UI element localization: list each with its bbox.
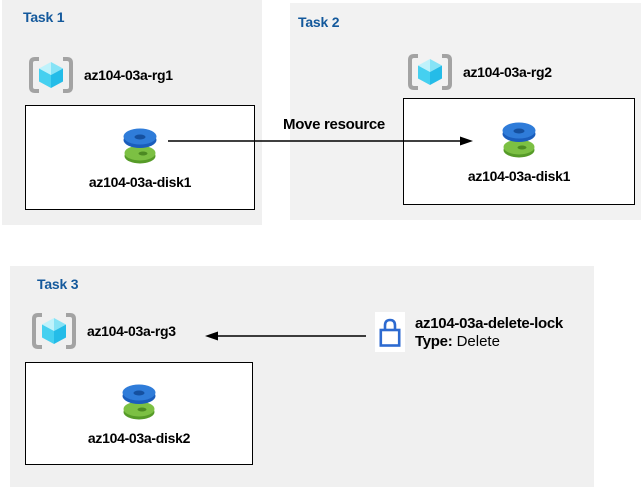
task3-resource-group: az104-03a-rg3 [29,310,176,352]
lock-name-label: az104-03a-delete-lock [415,315,563,332]
lock-type-label: Type: [415,333,453,350]
task2-title: Task 2 [298,14,340,30]
task2-resource-box: az104-03a-disk1 [403,98,635,205]
task1-resource-box: az104-03a-disk1 [25,105,255,210]
task1-resource-group-label: az104-03a-rg1 [84,67,173,83]
resource-group-icon [29,57,73,93]
lock-text: az104-03a-delete-lock Type: Delete [415,312,563,351]
task2-resource-group: az104-03a-rg2 [405,51,552,93]
lock-type-line: Type: Delete [415,333,500,350]
task1-resource-group: az104-03a-rg1 [26,54,173,96]
task2-resource-group-label: az104-03a-rg2 [463,64,552,80]
managed-disk-icon [123,128,157,164]
task3-resource-box: az104-03a-disk2 [25,362,253,465]
arrow-left-icon [205,331,366,341]
task3-disk-label: az104-03a-disk2 [87,430,191,446]
task1-title: Task 1 [23,9,65,25]
task3-resource-group-label: az104-03a-rg3 [87,323,176,339]
resource-group-icon [32,313,76,349]
task1-disk-label: az104-03a-disk1 [88,174,192,190]
managed-disk-icon [122,384,156,420]
arrow-right-icon [168,136,473,146]
move-resource-label: Move resource [283,116,385,133]
managed-disk-icon [502,122,536,158]
task2-disk-label: az104-03a-disk1 [467,168,571,184]
task3-title: Task 3 [37,276,79,292]
task1-panel: Task 1 az104-03a-rg1 az104-03a-disk [2,0,262,225]
resource-group-icon [408,54,452,90]
lock-icon [379,318,401,347]
delete-lock-annotation: az104-03a-delete-lock Type: Delete [375,312,563,352]
lock-tile [375,312,405,352]
lock-type-value: Delete [456,333,500,350]
